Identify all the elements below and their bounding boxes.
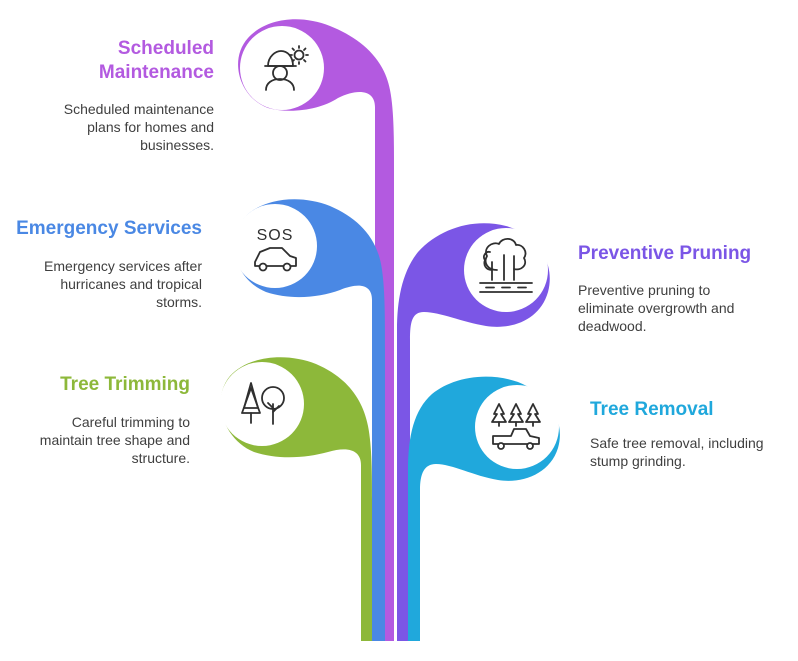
branch-pruning [397,223,550,641]
emergency-services-title: Emergency Services [16,218,202,239]
branch-removal [408,376,560,641]
scheduled-maintenance-description: Scheduled maintenance plans for homes an… [63,101,214,153]
pine-trees-truck-icon [491,403,541,450]
worker-gear-icon [264,45,309,91]
scheduled-maintenance-title: Scheduled Maintenance [60,37,214,85]
tree-removal-title: Tree Removal [590,399,714,420]
emergency-services-description: Emergency services after hurricanes and … [44,258,202,310]
tree-trimming-description: Careful trimming to maintain tree shape … [39,414,190,466]
tree-removal-description: Safe tree removal, including stump grind… [590,435,764,469]
preventive-pruning-title: Preventive Pruning [578,243,752,264]
preventive-pruning-description: Preventive pruning to eliminate overgrow… [578,282,735,334]
tree-road-icon [479,237,533,293]
branch-emergency [233,199,385,641]
scheduled-title-line-1: Scheduled [117,38,214,59]
scheduled-title-line-2: Maintenance [98,62,214,83]
trees-icon [241,382,285,425]
branch-trimming [220,357,372,641]
sos-car-icon: SOS [254,227,297,272]
sos-label: SOS [257,227,294,244]
tree-trimming-title: Tree Trimming [60,374,190,395]
